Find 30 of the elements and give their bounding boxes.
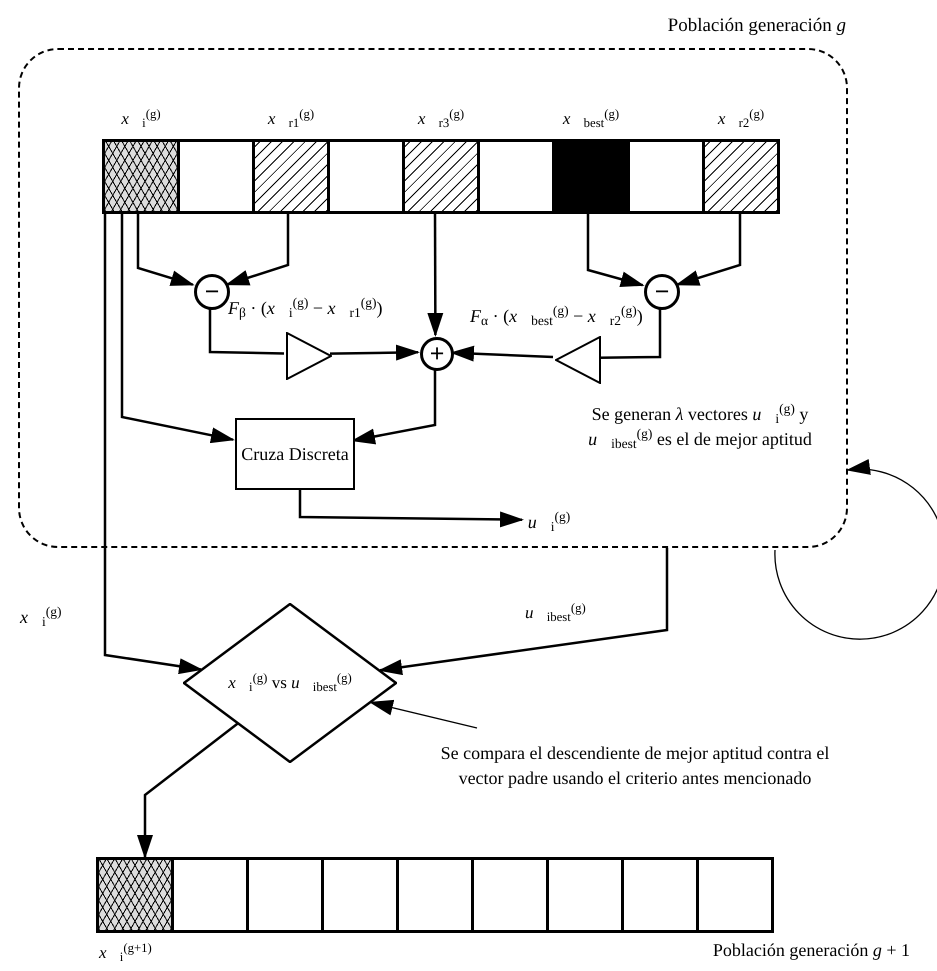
vector-cell [171,857,249,933]
vector-cell [696,857,774,933]
vector-cell [471,857,549,933]
loop-arrow [774,460,937,640]
arrow [137,722,238,859]
note-text: Se compara el descendiente de mejor aptitud contra el vector padre usando el criterio antes mencionado [420,728,850,804]
vector-cell [177,139,255,214]
formula-label: F$_{β}$ · (x⃗$_{i}$$^{(g)}$ − x⃗$_{r1}$$^{(g)}$) [228,296,384,321]
group-title: Población generación g + 1 [712,939,910,962]
arrow [427,212,444,337]
vector-cell [621,857,699,933]
vector-cell [627,139,705,214]
leader-arrow [369,700,478,729]
arrow [298,488,524,528]
arrow [136,212,195,286]
vector-cell [321,857,399,933]
arrow [378,548,668,676]
vector-cell [327,139,405,214]
vector-cell [546,857,624,933]
note-text: Se generan λ vectores u⃗$_{i}$$^{(g)}$ y u⃗$_{ibest}$$^{(g)}$ es el de mejor aptitud [587,402,813,452]
vector-cell [246,857,324,933]
vector-cell [477,139,555,214]
arrow [104,212,203,674]
vector-cell [396,857,474,933]
group-title: Población generación g [668,14,846,38]
arrow [586,212,645,288]
arrow [120,212,235,444]
formula-label: F$_{α}$ · (x⃗$_{best}$$^{(g)}$ − x⃗$_{r2}$$^{(g)}$) [470,304,644,329]
process-box: Cruza Discreta [235,418,355,490]
arrow [330,344,420,361]
